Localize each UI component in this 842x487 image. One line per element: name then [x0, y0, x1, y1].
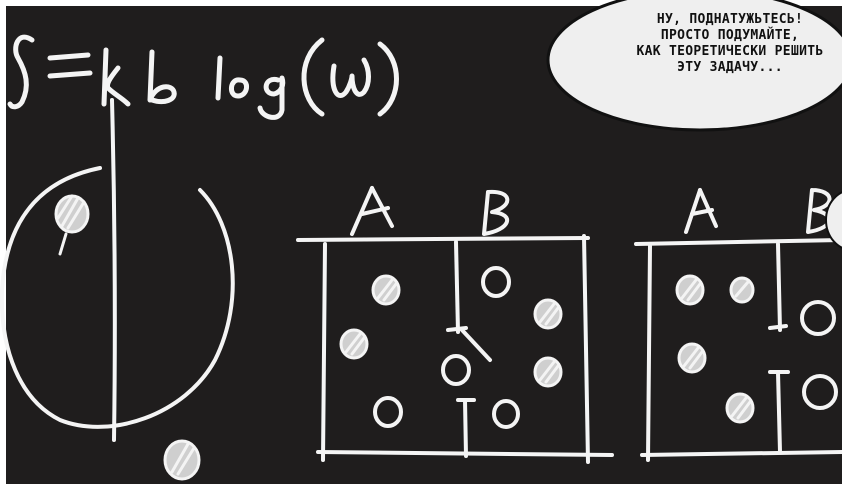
speech-line-1: НУ, ПОДНАТУЖЬТЕСЬ! [656, 12, 804, 27]
circle-diagram [0, 98, 235, 442]
partial-bubble-edge [825, 191, 842, 249]
box-diagram-2 [634, 188, 842, 462]
speech-line-3: КАК ТЕОРЕТИЧЕСКИ РЕШИТЬ [636, 44, 824, 59]
filled-particles [54, 194, 755, 481]
speech-line-2: ПРОСТО ПОДУМАЙТЕ, [660, 28, 800, 43]
speech-line-4: ЭТУ ЗАДАЧУ... [677, 60, 783, 75]
empty-particles [373, 266, 838, 429]
speech-bubble-text: НУ, ПОДНАТУЖЬТЕСЬ! ПРОСТО ПОДУМАЙТЕ, КАК… [590, 12, 842, 76]
entropy-formula [7, 34, 399, 120]
speech-bubble [546, 0, 842, 132]
box-diagram-1 [296, 186, 614, 464]
